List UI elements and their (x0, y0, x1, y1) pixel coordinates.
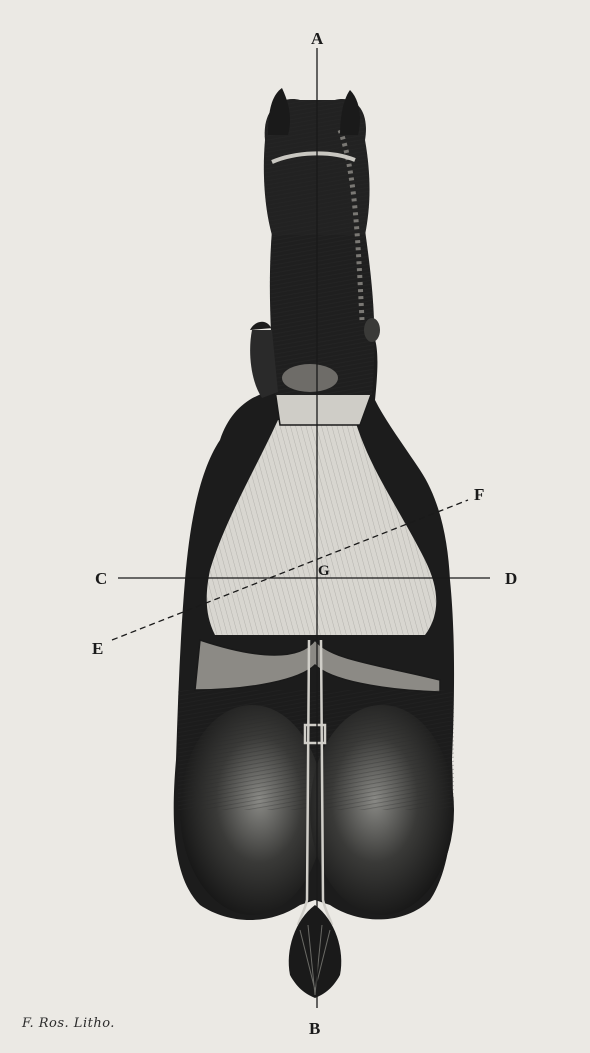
left-ear (268, 88, 290, 135)
lithographer-signature: F. Ros. Litho. (22, 1016, 115, 1031)
right-ear (340, 90, 360, 135)
label-f: F (474, 486, 484, 503)
label-g: G (318, 564, 330, 579)
label-b: B (309, 1020, 320, 1037)
tail (289, 905, 342, 998)
label-a: A (311, 30, 323, 47)
label-e: E (92, 640, 103, 657)
label-c: C (95, 570, 107, 587)
label-d: D (505, 570, 517, 587)
